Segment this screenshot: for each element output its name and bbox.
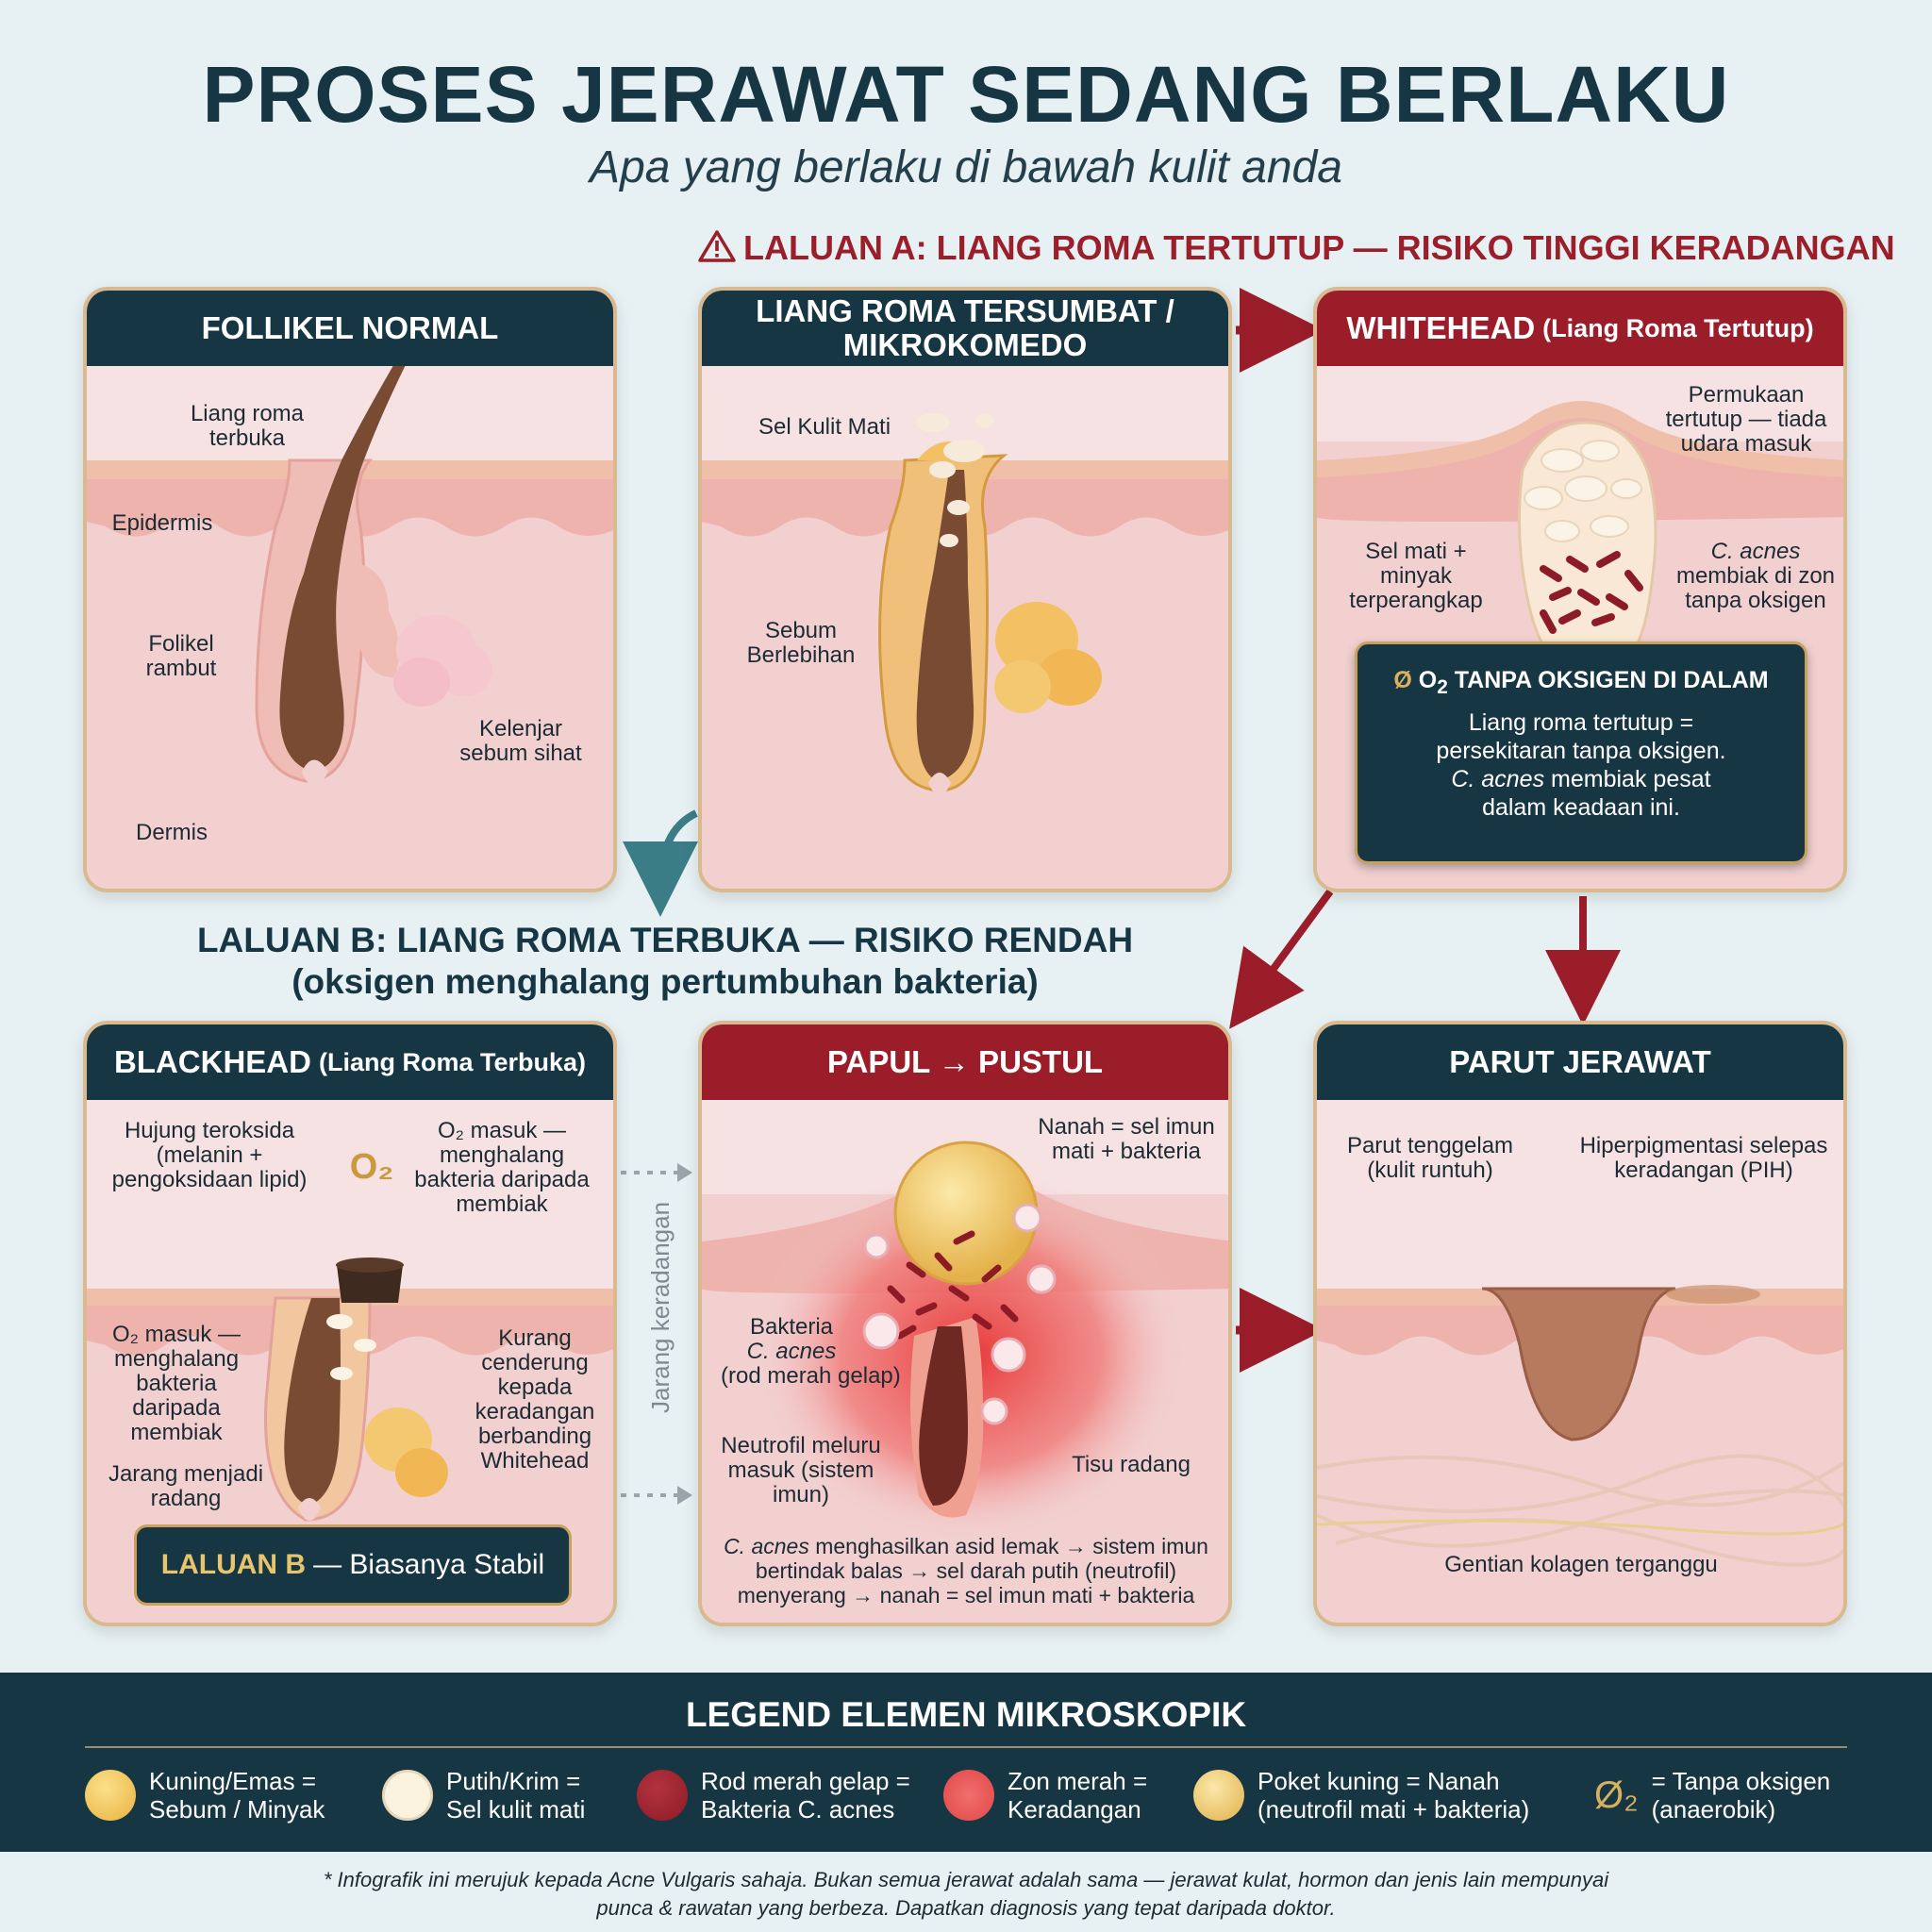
panel-title: LIANG ROMA TERSUMBAT / MIKROKOMEDO [702, 291, 1228, 366]
label-pus: Nanah = sel imun mati + bakteria [1038, 1114, 1215, 1164]
label-o2-left: O₂ masuk — menghalang bakteria daripada … [111, 1322, 241, 1445]
legend-item-bacteria: Rod merah gelap =Bakteria C. acnes [637, 1767, 910, 1824]
legend-item-dead-cells: Putih/Krim =Sel kulit mati [382, 1767, 585, 1824]
info-title: Ø O2 TANPA OKSIGEN DI DALAM [1393, 667, 1769, 698]
legend-item-anaerobic: Ø₂ = Tanpa oksigen(anaerobik) [1594, 1767, 1831, 1824]
label-pih: Hiperpigmentasi selepas keradangan (PIH) [1579, 1133, 1828, 1183]
bacteria-swatch-icon [637, 1770, 688, 1821]
label-dermis: Dermis [136, 820, 208, 845]
label-closed-surface: Permukaan tertutup — tiada udara masuk [1665, 382, 1827, 457]
no-oxygen-icon: Ø [1393, 667, 1412, 693]
legend-title: LEGEND ELEMEN MIKROSKOPIK [685, 1695, 1247, 1734]
legend-item-pus: Poket kuning = Nanah(neutrofil mati + ba… [1193, 1767, 1529, 1824]
legend: LEGEND ELEMEN MIKROSKOPIK Kuning/Emas =S… [0, 1673, 1932, 1852]
label-epidermis: Epidermis [111, 510, 213, 536]
panel-clogged-pore: LIANG ROMA TERSUMBAT / MIKROKOMEDO Sel K… [698, 287, 1232, 892]
label-less-inflammation: Kurang cenderung kepada keradangan berba… [475, 1325, 595, 1474]
path-b-stable-badge: LALUAN B— Biasanya Stabil [134, 1524, 572, 1606]
panel-blackhead: BLACKHEAD(Liang Roma Terbuka) O₂ Hujung … [83, 1021, 617, 1626]
path-a-label: LALUAN A: LIANG ROMA TERTUTUP — RISIKO T… [743, 228, 1895, 267]
label-rarely-inflamed: Jarang menjadi radang [108, 1461, 264, 1511]
panel-acne-scar: PARUT JERAWAT Parut tenggelam (kulit run… [1313, 1021, 1847, 1626]
rare-inflammation-label: Jarang keradangan [646, 1201, 675, 1413]
clogged-pore-illustration [702, 413, 1228, 889]
footnote: * Infografik ini merujuk kepada Acne Vul… [323, 1868, 1609, 1920]
panel-whitehead: WHITEHEAD(Liang Roma Tertutup) Permukaan… [1313, 287, 1847, 892]
legend-item-inflammation: Zon merah =Keradangan [943, 1767, 1147, 1824]
arrow-whitehead-to-papule [1229, 889, 1334, 1029]
path-a-heading: LALUAN A: LIANG ROMA TERTUTUP — RISIKO T… [698, 228, 1895, 268]
label-pore-open: Liang roma terbuka [190, 401, 305, 451]
warning-icon [698, 230, 736, 262]
label-inflamed-tissue: Tisu radang [1072, 1452, 1191, 1477]
panel-papule-pustule: PAPUL → PUSTUL [698, 1021, 1232, 1626]
info-body: Liang roma tertutup = persekitaran tanpa… [1436, 709, 1726, 821]
panel-title: PARUT JERAWAT [1317, 1024, 1843, 1100]
normal-follicle-illustration [87, 366, 613, 889]
page-title: PROSES JERAWAT SEDANG BERLAKU [202, 50, 1730, 139]
label-bacteria: Bakteria C. acnes (rod merah gelap) [721, 1314, 901, 1389]
pus-swatch-icon [1193, 1770, 1244, 1821]
inflammation-swatch-icon [943, 1770, 994, 1821]
papule-illustration [702, 1141, 1228, 1623]
no-oxygen-icon: Ø₂ [1594, 1774, 1639, 1816]
label-sunken-scar: Parut tenggelam (kulit runtuh) [1346, 1133, 1514, 1183]
scar-illustration [1317, 1285, 1843, 1623]
label-collagen: Gentian kolagen terganggu [1444, 1552, 1718, 1577]
label-neutrophil: Neutrofil meluru masuk (sistem imun) [721, 1433, 881, 1507]
panel-normal-follicle: FOLLIKEL NORMAL Liang roma terbuka Epide… [83, 287, 617, 892]
legend-item-sebum: Kuning/Emas =Sebum / Minyak [85, 1767, 325, 1824]
page-subtitle: Apa yang berlaku di bawah kulit anda [590, 142, 1342, 192]
panel-title: WHITEHEAD(Liang Roma Tertutup) [1317, 291, 1843, 366]
o2-symbol: O₂ [349, 1147, 394, 1187]
no-oxygen-info-box: Ø O2 TANPA OKSIGEN DI DALAM Liang roma t… [1355, 641, 1807, 864]
label-acnes-anaerobic: C. acnes membiak di zon tanpa oksigen [1675, 539, 1836, 613]
label-excess-sebum: Sebum Berlebihan [746, 618, 856, 668]
panel-title: PAPUL → PUSTUL [702, 1024, 1228, 1100]
label-oxidized-tip: Hujung teroksida (melanin + pengoksidaan… [111, 1118, 308, 1192]
label-follicle: Folikel rambut [145, 631, 217, 681]
sebum-swatch-icon [85, 1770, 136, 1821]
label-dead-cells: Sel Kulit Mati [758, 414, 891, 440]
label-trapped: Sel mati + minyak terperangkap [1349, 539, 1483, 613]
label-o2-top: O₂ masuk — menghalang bakteria daripada … [414, 1118, 590, 1217]
label-gland: Kelenjar sebum sihat [459, 716, 582, 766]
panel-title: BLACKHEAD(Liang Roma Terbuka) [87, 1024, 613, 1100]
path-b-heading: LALUAN B: LIANG ROMA TERBUKA — RISIKO RE… [196, 921, 1134, 1001]
papule-caption: C. acnes menghasilkan asid lemak → siste… [724, 1534, 1208, 1607]
arrow-clogged-to-blackhead [623, 809, 699, 917]
dead-cell-swatch-icon [382, 1770, 433, 1821]
panel-title: FOLLIKEL NORMAL [87, 291, 613, 366]
